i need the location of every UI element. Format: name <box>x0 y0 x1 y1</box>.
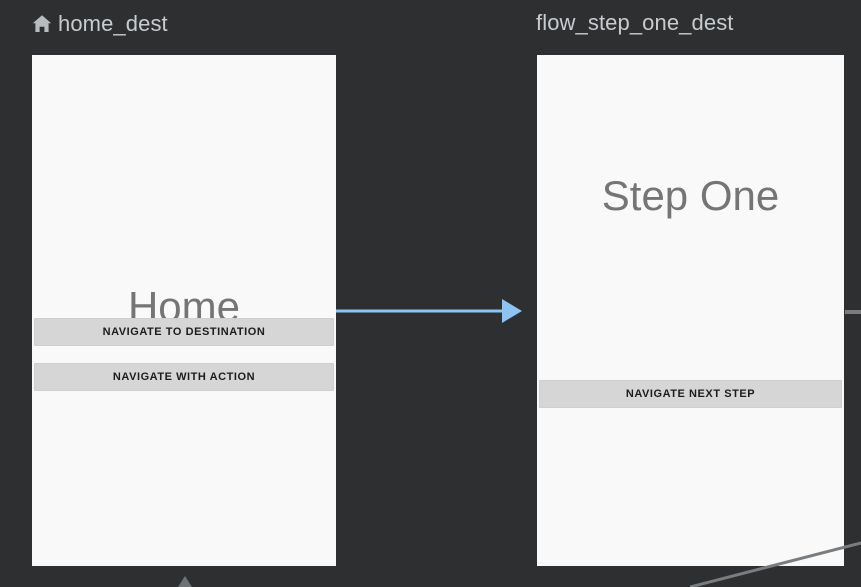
destination-label-flow-step-one-dest-text: flow_step_one_dest <box>536 10 734 35</box>
partial-edge-bottom-arrowhead <box>178 576 192 587</box>
button-navigate-to-destination[interactable]: NAVIGATE TO DESTINATION <box>34 318 334 346</box>
button-navigate-with-action[interactable]: NAVIGATE WITH ACTION <box>34 363 334 391</box>
action-arrow-home-to-step-one[interactable] <box>330 292 530 330</box>
button-navigate-next-step[interactable]: NAVIGATE NEXT STEP <box>539 380 842 408</box>
destination-screen-flow-step-one-dest[interactable]: Step One NAVIGATE NEXT STEP <box>537 55 844 566</box>
destination-label-home-dest[interactable]: home_dest <box>30 12 168 36</box>
screen-title-step-one: Step One <box>601 172 780 219</box>
destination-label-home-dest-text: home_dest <box>58 11 168 36</box>
destination-label-flow-step-one-dest[interactable]: flow_step_one_dest <box>536 12 734 34</box>
destination-screen-home-dest[interactable]: Home NAVIGATE TO DESTINATION NAVIGATE WI… <box>32 55 336 566</box>
home-icon <box>30 12 54 36</box>
partial-edge-right <box>845 310 861 314</box>
